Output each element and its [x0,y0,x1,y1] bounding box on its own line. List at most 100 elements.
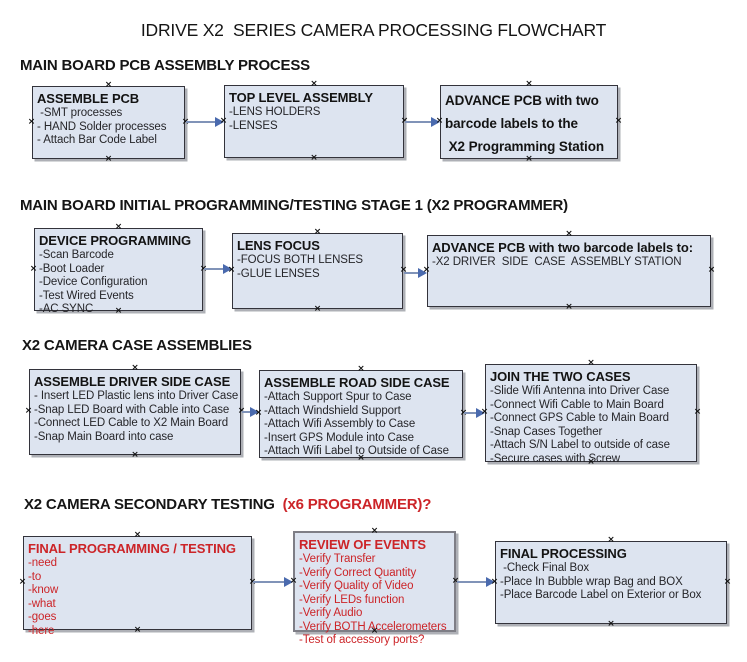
page-title: IDRIVE X2 SERIES CAMERA PROCESSING FLOWC… [140,20,607,40]
box-title: TOP LEVEL ASSEMBLY [229,90,373,105]
flow-arrow [464,407,485,419]
box-final-processing: ×××× FINAL PROCESSING -Check Final Box-P… [491,536,732,629]
connector-handle-icon: × [104,80,113,90]
connector-handle-icon: × [18,577,27,587]
connector-handle-icon: × [131,450,139,460]
arrow-line [186,121,219,123]
box-item: -X2 DRIVER SIDE CASE ASSEMBLY STATION [432,256,682,268]
box-advance-pcb-driver-side: ×××× ADVANCE PCB with two barcode labels… [423,230,716,312]
box-final-programming-testing: ×××× FINAL PROGRAMMING / TESTING -need-t… [19,531,257,637]
connector-handle-icon: × [313,304,322,314]
box-join-the-two-cases: ×××× JOIN THE TWO CASES -Slide Wifi Ante… [481,359,702,467]
connector-handle-icon: × [133,530,142,540]
connector-handle-icon: × [310,79,318,89]
box-item: -Connect LED Cable to X2 Main Board [34,417,229,429]
box-item: -Attach Support Spur to Case [264,391,412,403]
box-item: -Verify LEDs function [299,593,405,606]
connector-handle-icon: × [370,526,379,536]
section-header-text: MAIN BOARD PCB ASSEMBLY PROCESS [20,57,310,74]
box-item: -Boot Loader [39,262,105,275]
arrow-line [242,411,254,413]
box-title: LENS FOCUS [237,238,320,253]
box-item: -Snap Main Board into case [34,430,174,443]
arrow-head-icon [284,577,293,587]
flow-arrow [405,116,440,128]
section-header-text: X2 CAMERA SECONDARY TESTING [24,496,279,513]
connector-handle-icon: × [614,116,623,126]
box-items: -X2 DRIVER SIDE CASE ASSEMBLY STATION [432,256,706,270]
box-item: -Verify Quality of Video [299,580,414,592]
section-header-case-assemblies: X2 CAMERA CASE ASSEMBLIES [22,337,252,354]
box-item: -Attach Wifi Label to Outside of Case [264,445,449,457]
box-title: ASSEMBLE DRIVER SIDE CASE [34,374,231,389]
flow-arrow [404,267,427,279]
box-item: - Insert LED Plastic lens into Driver Ca… [34,390,239,402]
box-item: -Snap LED Board with Cable into Case [34,403,230,416]
box-item: -Verify Audio [299,607,363,619]
arrow-head-icon [431,117,440,127]
box-device-programming: ×××× DEVICE PROGRAMMING -Scan Barcode-Bo… [30,223,208,316]
box-item: -Verify BOTH Accelerometers [299,620,447,633]
box-item: -goes [28,611,57,623]
box-title: JOIN THE TWO CASES [490,369,631,384]
box-item: -Connect GPS Cable to Main Board [490,412,669,424]
box-item: -Attach Wifi Assembly to Case [264,418,416,430]
box-title: ADVANCE PCB with two barcode labels to: [432,240,693,255]
box-item: -Scan Barcode [39,249,114,261]
box-item: -Place Barcode Label on Exterior or Box [500,589,702,601]
box-assemble-pcb: ×××× ASSEMBLE PCB -SMT processes- HAND S… [28,81,190,164]
box-item: -Verify Correct Quantity [299,566,417,579]
box-item: -Check Final Box [500,562,590,574]
box-item: -Place In Bubble wrap Bag and BOX [500,575,683,588]
box-top-level-assembly: ×××× TOP LEVEL ASSEMBLY -LENS HOLDERS-LE… [220,80,409,163]
box-item: -Connect Wifi Cable to Main Board [490,398,664,411]
box-item: -LENS HOLDERS [229,106,321,118]
box-title: FINAL PROGRAMMING / TESTING [28,541,236,556]
box-items: -LENS HOLDERS-LENSES [229,106,399,133]
connector-handle-icon: × [24,406,33,416]
box-item: - Attach Bar Code Label [37,134,157,146]
arrow-line [204,268,227,270]
box-item: -LENSES [229,119,278,132]
connector-handle-icon: × [587,358,595,368]
box-item: -GLUE LENSES [237,267,320,280]
box-item: -AC SYNC [39,303,94,315]
box-title: DEVICE PROGRAMMING [39,233,192,248]
box-item: -know [28,584,59,596]
arrow-line [405,121,435,123]
box-items: - Insert LED Plastic lens into Driver Ca… [34,390,239,444]
arrow-head-icon [250,407,259,417]
arrow-line [253,581,288,583]
connector-handle-icon: × [29,263,38,274]
box-review-of-events: ×××× REVIEW OF EVENTS -Verify Transfer-V… [290,527,460,647]
arrow-head-icon [476,408,485,418]
box-item: -need [28,557,57,569]
flow-arrow [242,406,259,418]
section-header-text: X2 CAMERA CASE ASSEMBLIES [22,337,252,354]
connector-handle-icon: × [114,222,123,232]
section-header-initial-programming: MAIN BOARD INITIAL PROGRAMMING/TESTING S… [20,197,568,214]
section-header-pcb-assembly: MAIN BOARD PCB ASSEMBLY PROCESS [20,57,310,74]
connector-handle-icon: × [525,79,533,89]
arrow-line [464,412,480,414]
arrow-head-icon [215,117,224,127]
connector-handle-icon: × [27,116,36,127]
box-title: ASSEMBLE ROAD SIDE CASE [264,375,450,390]
arrow-line [404,272,422,274]
connector-handle-icon: × [693,407,702,417]
box-item: -Verify Transfer [299,553,376,565]
box-items: -Check Final Box-Place In Bubble wrap Ba… [500,562,722,603]
box-item: -Insert GPS Module into Case [264,431,414,444]
box-item: - HAND Solder processes [37,120,167,133]
box-items: -SMT processes- HAND Solder processes- A… [37,107,180,148]
box-item: -here [28,624,55,637]
box-item: -Snap Cases Together [490,425,603,438]
box-items: -FOCUS BOTH LENSES-GLUE LENSES [237,254,398,281]
box-item: -Test of accessory ports? [299,634,425,646]
box-item: -Slide Wifi Antenna into Driver Case [490,385,670,397]
section-header-red-text: (x6 PROGRAMMER)? [278,496,432,513]
box-assemble-road-side-case: ×××× ASSEMBLE ROAD SIDE CASE -Attach Sup… [255,365,468,463]
connector-handle-icon: × [357,364,365,374]
box-items: -Attach Support Spur to Case-Attach Wind… [264,391,458,459]
